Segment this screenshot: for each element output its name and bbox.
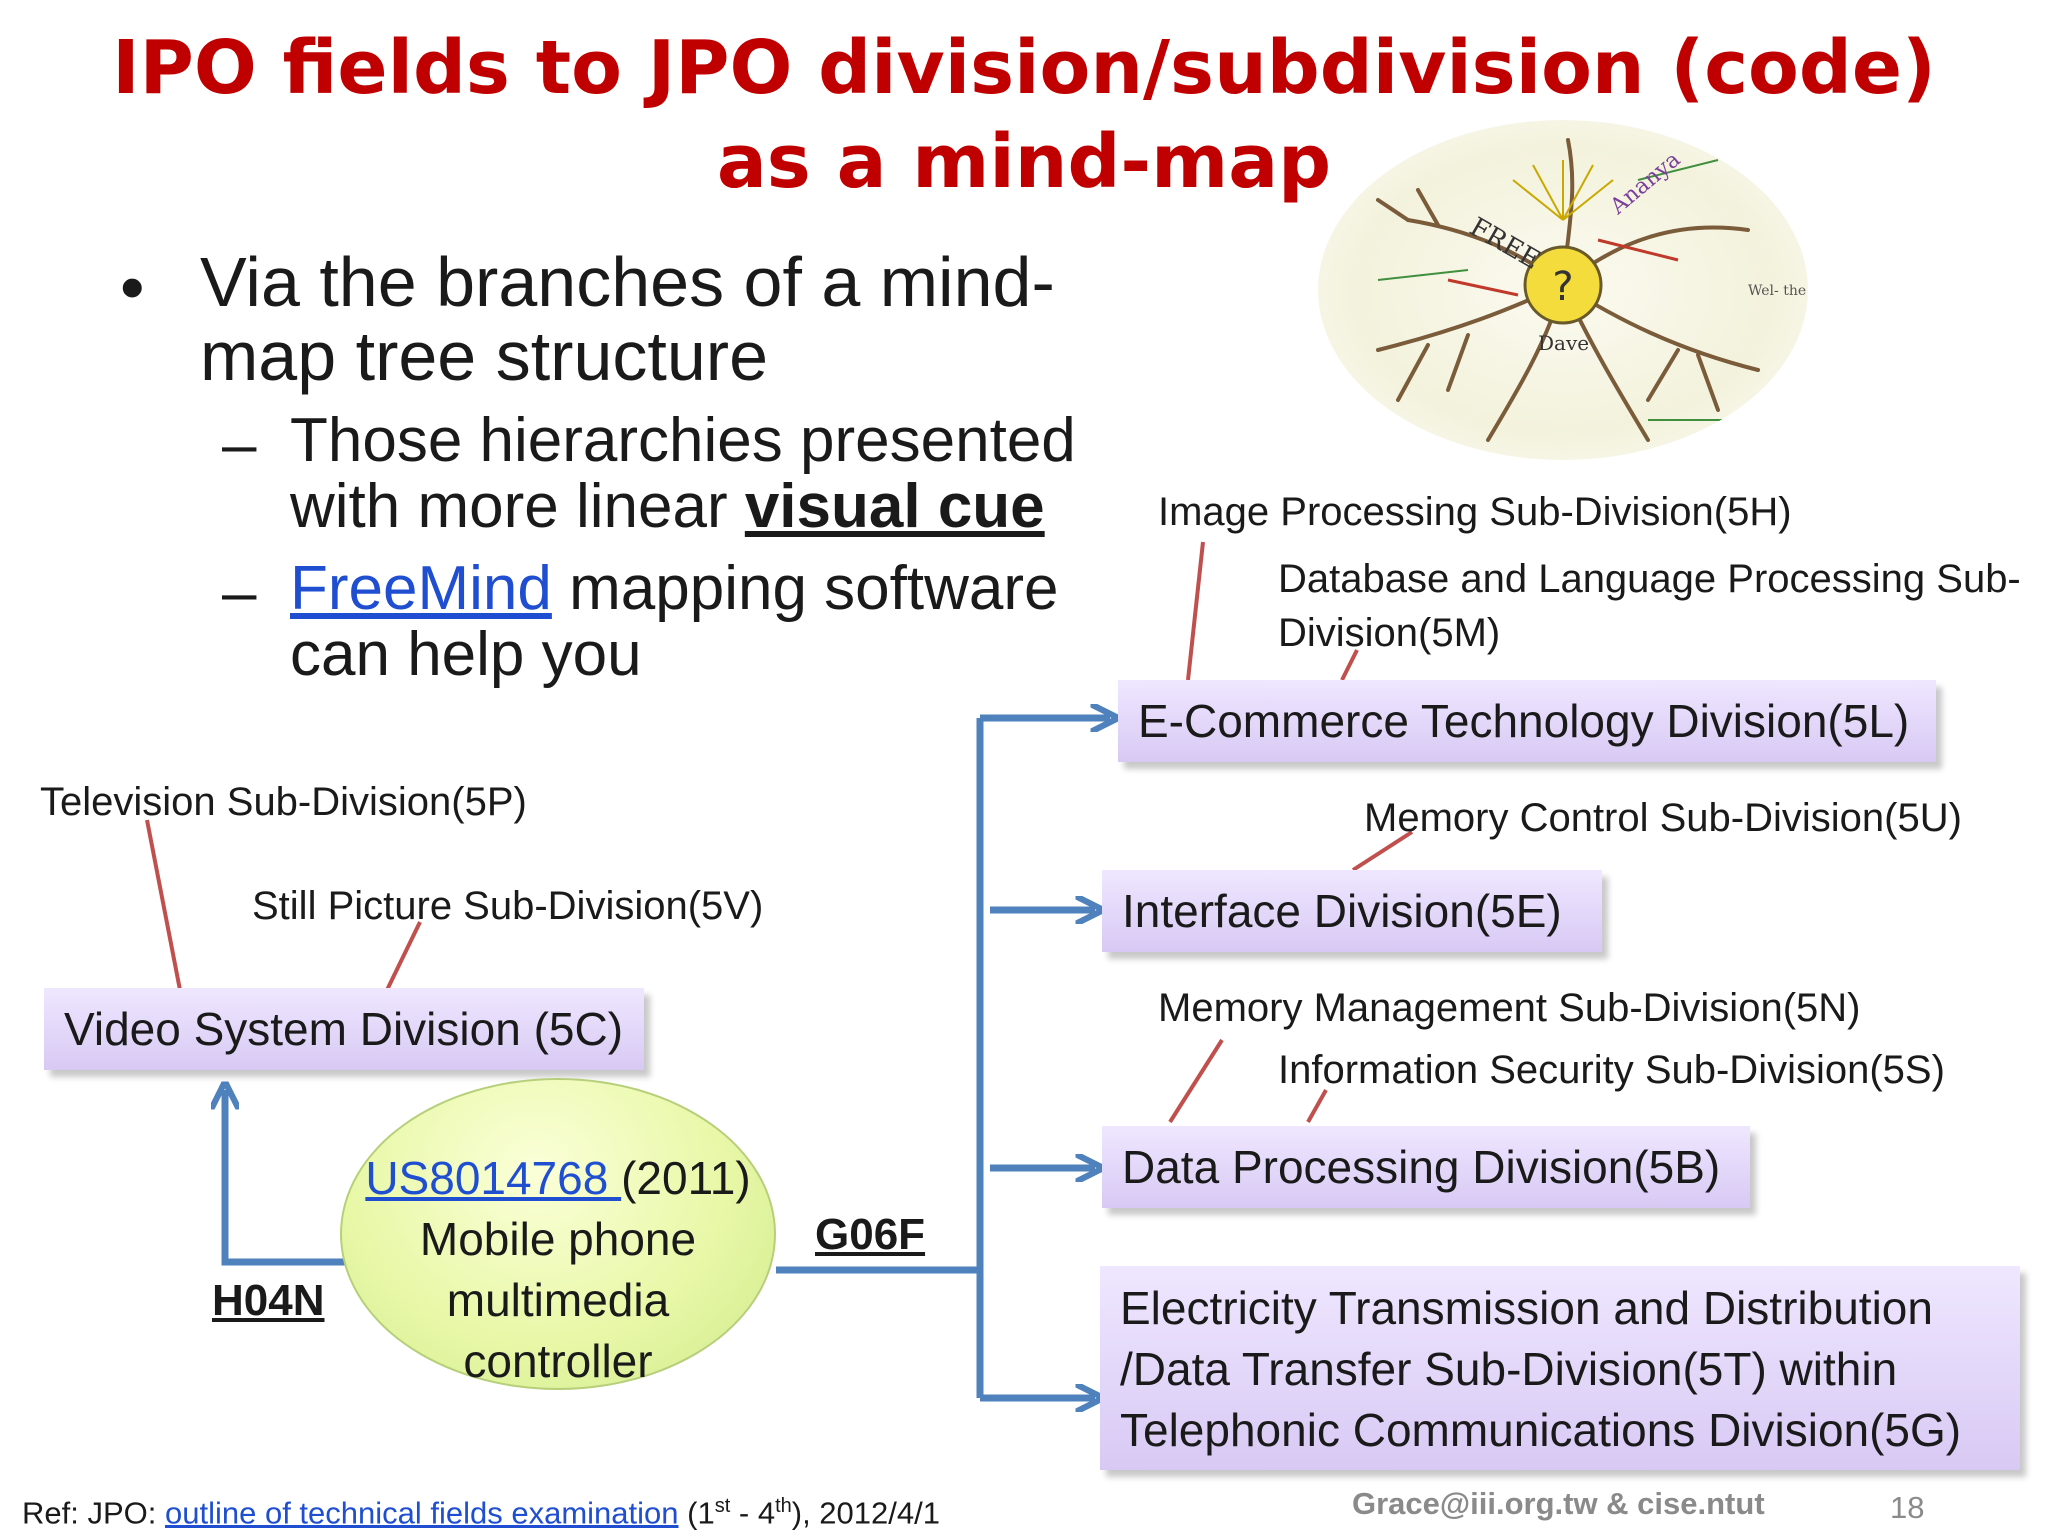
patent-line3: multimedia [340,1270,776,1331]
code-g06f: G06F [815,1210,925,1260]
patent-link[interactable]: US8014768 [365,1152,621,1204]
connector-5n [1170,1040,1222,1122]
footer-reference: Ref: JPO: outline of technical fields ex… [22,1488,940,1531]
code-h04n: H04N [212,1276,325,1326]
box-interface-division: Interface Division(5E) [1102,870,1602,952]
label-still-picture-subdivision: Still Picture Sub-Division(5V) [252,882,763,930]
patent-line1: US8014768 (2011) [340,1148,776,1209]
patent-text: US8014768 (2011) Mobile phone multimedia… [340,1148,776,1392]
footer-credit: Grace@iii.org.tw & cise.ntut [1352,1486,1765,1522]
patent-line4: controller [340,1331,776,1392]
box-data-processing-division: Data Processing Division(5B) [1102,1126,1750,1208]
patent-line2: Mobile phone [340,1209,776,1270]
label-information-security-subdivision: Information Security Sub-Division(5S) [1278,1046,1945,1094]
connector-5h [1188,542,1203,680]
label-memory-control-subdivision: Memory Control Sub-Division(5U) [1364,794,1962,842]
box-video-system-division: Video System Division (5C) [44,988,644,1070]
box-ecommerce-division: E-Commerce Technology Division(5L) [1118,680,1936,762]
label-image-processing-subdivision: Image Processing Sub-Division(5H) [1158,488,1792,536]
connector-5p [147,820,180,990]
connector-5s [1308,1090,1326,1122]
label-television-subdivision: Television Sub-Division(5P) [40,778,527,826]
label-database-language-subdivision: Database and Language Processing Sub-Div… [1278,552,2038,660]
connector-5v [387,922,420,990]
outline-link[interactable]: outline of technical fields examination [165,1495,679,1530]
arrow-to-video [225,1090,345,1262]
page-number: 18 [1890,1490,1924,1526]
label-memory-management-subdivision: Memory Management Sub-Division(5N) [1158,984,1860,1032]
box-electricity-transmission-division: Electricity Transmission and Distributio… [1100,1266,2020,1470]
